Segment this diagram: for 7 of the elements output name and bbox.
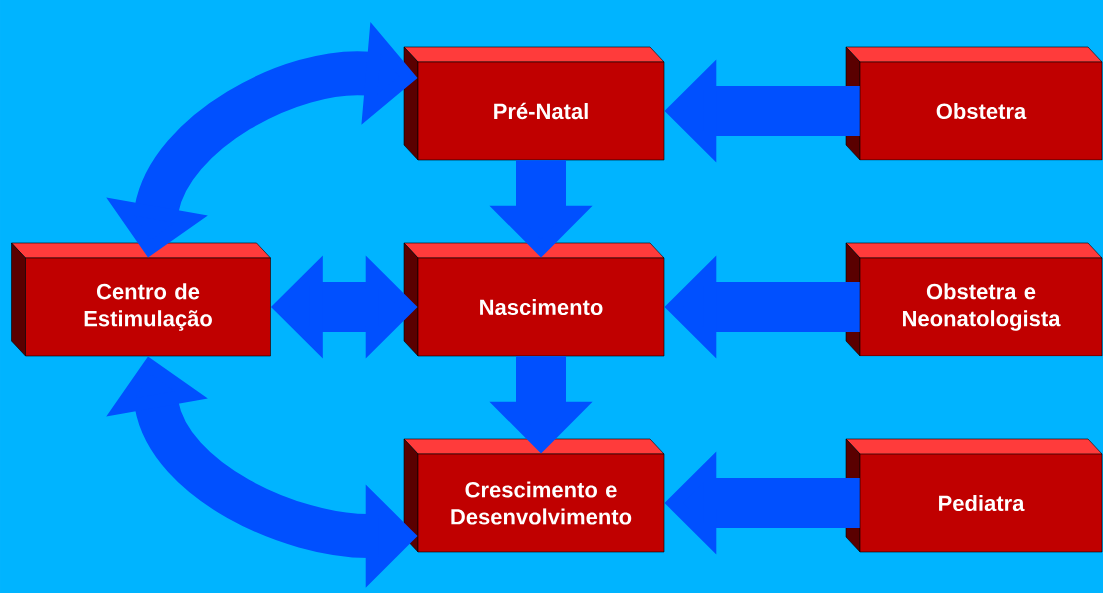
box: Pediatra: [845, 438, 1103, 553]
box: Crescimento e Desenvolvimento: [403, 438, 665, 553]
box: Pré-Natal: [403, 46, 665, 161]
box: Nascimento: [403, 242, 665, 357]
box: Obstetra: [845, 46, 1103, 161]
box: Obstetra e Neonatologista: [845, 242, 1103, 357]
box: Centro de Estimulação: [11, 242, 271, 357]
